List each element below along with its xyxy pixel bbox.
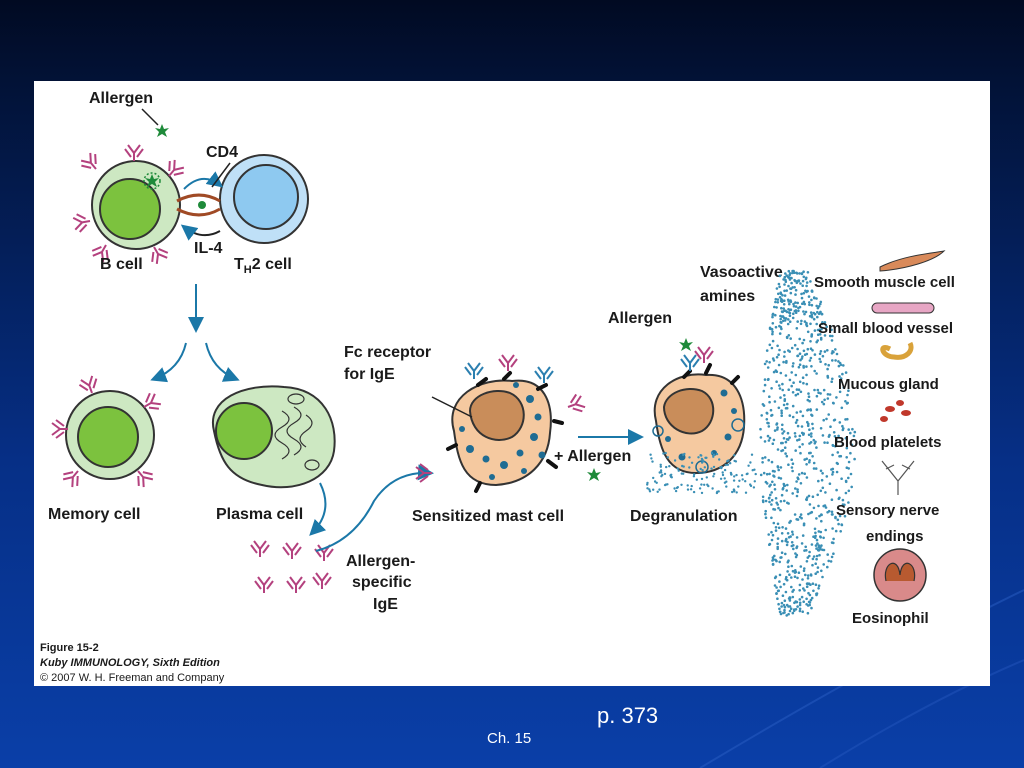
blood-platelets-icon — [880, 400, 911, 422]
allergen-specific-ige-label-3: IgE — [373, 596, 398, 613]
target-label: Small blood vessel — [818, 320, 953, 337]
target-labels: Smooth muscle cell Small blood vessel Mu… — [814, 274, 955, 627]
plasma-cell-label: Plasma cell — [216, 506, 303, 523]
vasoactive-amines-label-1: Vasoactive — [700, 264, 783, 281]
cd4-label: CD4 — [206, 144, 238, 161]
page-reference: p. 373 — [597, 703, 659, 728]
target-label: endings — [866, 528, 924, 545]
target-label: Smooth muscle cell — [814, 274, 955, 291]
eosinophil-icon — [873, 548, 927, 602]
sensitized-mast-cell-label: Sensitized mast cell — [412, 508, 564, 525]
b-cell — [71, 144, 188, 267]
sensitized-mast-cell — [446, 354, 588, 493]
b-cell-label: B cell — [100, 256, 143, 273]
vasoactive-amine-cloud — [646, 269, 857, 617]
il4-label: IL-4 — [194, 240, 223, 257]
memory-cell — [51, 373, 164, 491]
plasma-cell — [211, 385, 336, 489]
memory-cell-label: Memory cell — [48, 506, 140, 523]
figure-panel: Allergen CD4 IL-4 B cell TH2 cell Memory… — [34, 81, 990, 686]
target-label: Blood platelets — [834, 434, 942, 451]
small-blood-vessel-icon — [871, 302, 935, 314]
target-label: Sensory nerve — [836, 502, 939, 519]
cd4-tcr-interaction — [176, 162, 231, 241]
target-label: Mucous gland — [838, 376, 939, 393]
degranulating-mast-cell — [652, 338, 746, 475]
vasoactive-amines-label-2: amines — [700, 288, 755, 305]
smooth-muscle-cell-icon — [879, 250, 946, 272]
th2-cell — [219, 154, 309, 244]
allergen-specific-ige-label-2: specific — [352, 574, 412, 591]
allergy-mechanism-diagram: Allergen CD4 IL-4 B cell TH2 cell Memory… — [40, 90, 955, 684]
allergen-specific-ige-label-1: Allergen- — [346, 553, 415, 570]
fc-receptor-label-1: Fc receptor — [344, 344, 431, 361]
figure-copyright: © 2007 W. H. Freeman and Company — [40, 672, 225, 684]
figure-number: Figure 15-2 — [40, 642, 99, 654]
figure-source: Kuby IMMUNOLOGY, Sixth Edition — [40, 657, 220, 669]
fc-receptor-label-2: for IgE — [344, 366, 395, 383]
allergen-degranulation-label: Allergen — [608, 310, 672, 327]
chapter-label: Ch. 15 — [487, 730, 532, 747]
sensory-nerve-endings-icon — [881, 460, 915, 495]
allergen-label-top: Allergen — [89, 90, 153, 107]
plus-allergen-label: + Allergen — [554, 448, 631, 465]
degranulation-label: Degranulation — [630, 508, 738, 525]
th2-cell-label: TH2 cell — [234, 256, 292, 276]
allergen-icon — [155, 124, 169, 137]
target-label: Eosinophil — [852, 610, 929, 627]
mucous-gland-icon — [880, 341, 914, 360]
